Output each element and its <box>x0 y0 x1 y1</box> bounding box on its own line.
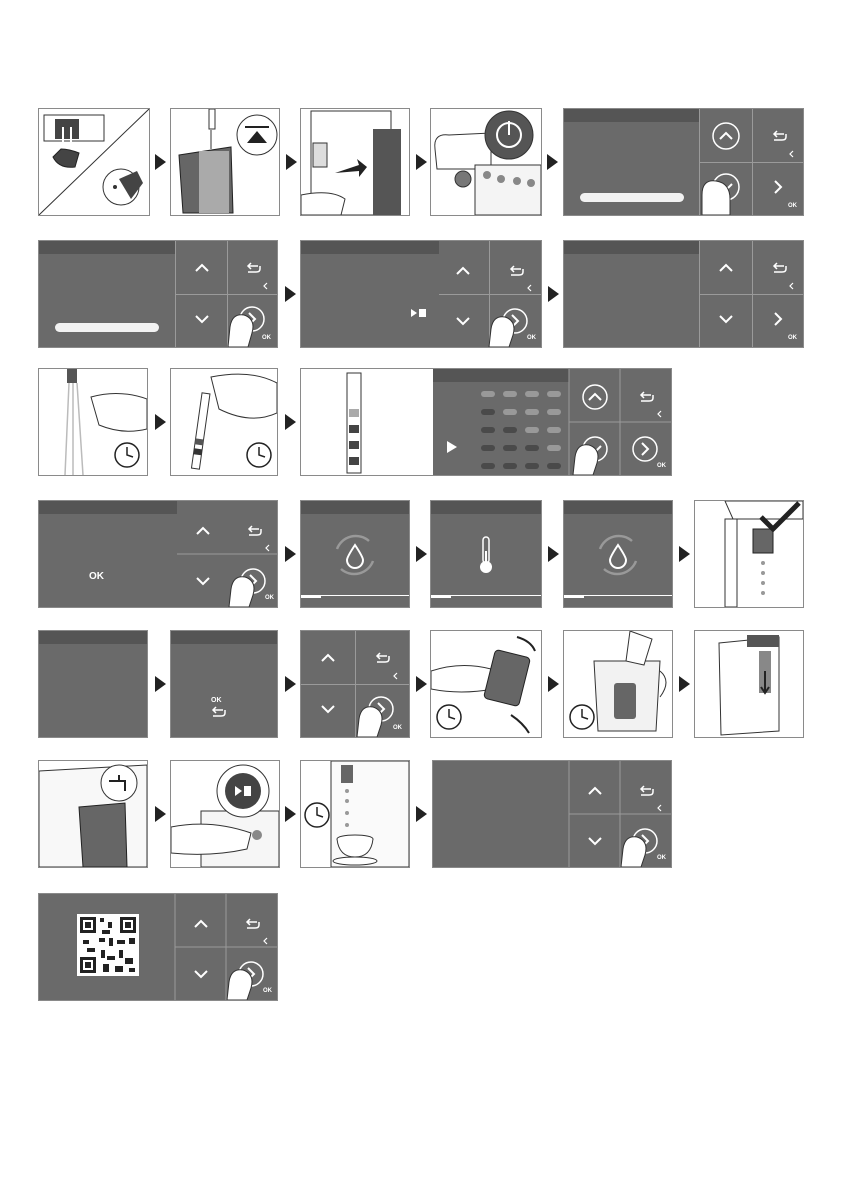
display-screen-ok-confirm: OK OK <box>38 500 278 608</box>
back-arrow-icon[interactable] <box>248 263 260 272</box>
ok-label: OK <box>788 203 797 209</box>
step-plug-in-illustration <box>38 108 150 216</box>
back-arrow-icon[interactable] <box>511 266 523 275</box>
display-screen-2: OK <box>38 240 278 348</box>
back-arrow-icon[interactable] <box>247 919 259 928</box>
step-dispense-check-illustration <box>694 500 804 608</box>
chevron-up-icon[interactable] <box>720 265 732 271</box>
step-arrow-icon <box>416 806 427 822</box>
step-arrow-icon <box>155 676 166 692</box>
display-screen-qr: OK <box>38 893 278 1001</box>
back-arrow-icon[interactable] <box>774 263 786 272</box>
step-power-on-illustration <box>430 108 542 216</box>
step-arrow-icon <box>285 806 296 822</box>
ok-label: OK <box>657 855 666 861</box>
chevron-right-icon[interactable] <box>775 313 781 325</box>
display-screen-heating <box>430 500 542 608</box>
chevron-right-icon[interactable] <box>642 443 648 455</box>
chevron-down-icon[interactable] <box>196 316 208 322</box>
chevron-down-icon[interactable] <box>589 838 601 844</box>
chevron-down-icon[interactable] <box>195 971 207 977</box>
step-refill-tank-illustration <box>38 760 148 868</box>
water-drop-icon <box>600 536 636 574</box>
chevron-up-icon[interactable] <box>197 528 209 534</box>
step-fill-tank-illustration <box>170 108 280 216</box>
ok-label: OK <box>788 335 797 341</box>
progress-bar <box>55 323 159 332</box>
control-pad-standalone: OK <box>300 630 410 738</box>
step-arrow-icon <box>547 154 558 170</box>
step-arrow-icon <box>155 414 166 430</box>
display-screen-final: OK <box>432 760 672 868</box>
step-arrow-icon <box>286 154 297 170</box>
step-arrow-icon <box>416 546 427 562</box>
step-arrow-icon <box>548 286 559 302</box>
display-screen-5 <box>38 630 148 738</box>
ok-label: OK <box>527 335 536 341</box>
step-soak-filter-illustration <box>563 630 673 738</box>
step-arrow-icon <box>548 546 559 562</box>
ok-label: OK <box>265 595 274 601</box>
display-screen-4: OK <box>563 240 804 348</box>
step-insert-tank-illustration <box>300 108 410 216</box>
chevron-up-icon[interactable] <box>196 265 208 271</box>
control-pad: OK <box>175 241 277 347</box>
back-arrow-icon[interactable] <box>377 653 389 662</box>
step-read-strip-illustration <box>170 368 278 476</box>
step-shake-filter-illustration <box>430 630 542 738</box>
selection-pointer-icon <box>447 441 457 453</box>
chevron-down-icon[interactable] <box>457 318 469 324</box>
display-screen-rinse-2 <box>563 500 673 608</box>
control-pad: OK <box>699 241 803 347</box>
ok-label: OK <box>263 988 272 994</box>
step-insert-filter-illustration <box>694 630 804 738</box>
step-rinse-strip-illustration <box>38 368 148 476</box>
qr-code-icon <box>77 914 139 976</box>
step-arrow-icon <box>416 154 427 170</box>
ok-small-label: OK <box>211 697 222 704</box>
step-dispense-cup-illustration <box>300 760 410 868</box>
ok-label: OK <box>393 725 402 731</box>
play-stop-icon <box>411 309 426 317</box>
step-press-start-illustration <box>170 760 280 868</box>
chevron-up-icon[interactable] <box>457 268 469 274</box>
display-screen-ok-back: OK <box>170 630 278 738</box>
control-pad: OK <box>699 109 803 215</box>
step-arrow-icon <box>285 286 296 302</box>
back-arrow-icon[interactable] <box>249 526 261 535</box>
step-arrow-icon <box>679 546 690 562</box>
display-screen-welcome: OK <box>563 108 804 216</box>
chevron-right-icon[interactable] <box>775 181 781 193</box>
back-arrow-icon[interactable] <box>641 786 653 795</box>
progress-bar <box>580 193 684 202</box>
step-arrow-icon <box>416 676 427 692</box>
chevron-down-icon[interactable] <box>322 706 334 712</box>
water-drop-icon <box>337 536 373 574</box>
chevron-down-icon[interactable] <box>197 578 209 584</box>
step-arrow-icon <box>285 414 296 430</box>
step-arrow-icon <box>285 676 296 692</box>
step-arrow-icon <box>548 676 559 692</box>
chevron-up-icon[interactable] <box>322 655 334 661</box>
chevron-down-icon[interactable] <box>720 316 732 322</box>
back-arrow-icon[interactable] <box>641 392 653 401</box>
step-arrow-icon <box>679 676 690 692</box>
chevron-up-icon[interactable] <box>589 394 601 400</box>
display-screen-3: OK <box>300 240 542 348</box>
ok-label: OK <box>262 335 271 341</box>
water-hardness-setting: OK <box>300 368 672 476</box>
step-arrow-icon <box>155 806 166 822</box>
step-arrow-icon <box>155 154 166 170</box>
thermometer-icon <box>480 537 492 573</box>
display-screen-rinse <box>300 500 410 608</box>
chevron-up-icon[interactable] <box>195 921 207 927</box>
back-arrow-icon[interactable] <box>774 131 786 140</box>
chevron-up-icon[interactable] <box>720 133 732 139</box>
hardness-grid <box>481 391 561 469</box>
back-arrow-icon <box>213 707 225 716</box>
ok-label: OK <box>657 463 666 469</box>
chevron-up-icon[interactable] <box>589 788 601 794</box>
step-arrow-icon <box>285 546 296 562</box>
